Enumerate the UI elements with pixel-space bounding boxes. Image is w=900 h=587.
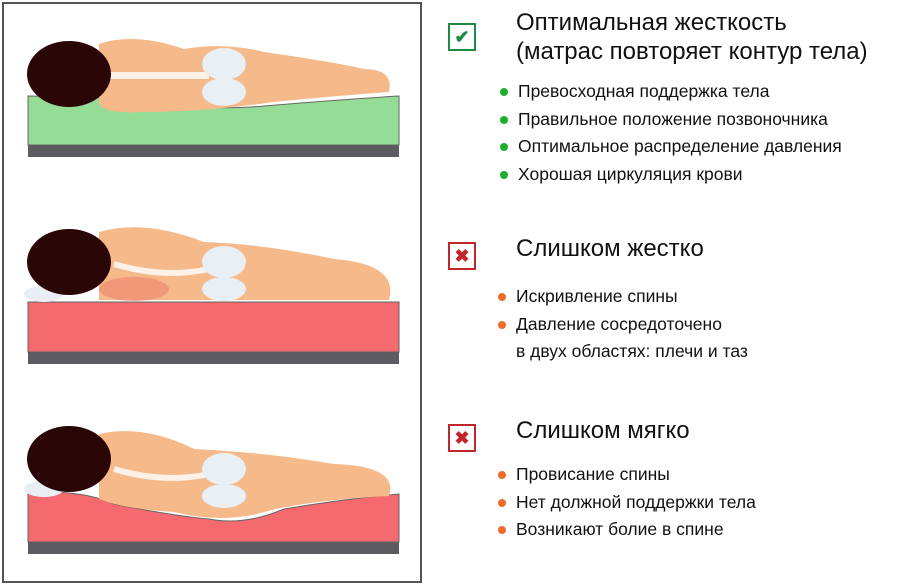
check-icon: ✔ [448,23,476,51]
list-item: Превосходная поддержка тела [500,78,842,106]
list-item: Провисание спины [498,461,756,489]
item-text: Хорошая циркуляция крови [518,163,743,184]
cross-icon: ✖ [448,424,476,452]
illustration-panel [2,2,422,583]
item-text: Провисание спины [516,464,670,484]
list-item: Нет должной поддержки тела [498,489,756,517]
item-text: Искривление спины [516,286,678,306]
cross-icon: ✖ [448,242,476,270]
list-item: Возникают болие в спине [498,516,756,544]
bullet-icon [500,115,508,124]
bullet-icon [498,526,506,534]
list-item: Правильное положение позвоночника [500,106,842,134]
bullet-icon [500,143,508,151]
bullet-icon [498,320,506,329]
item-text: Нет должной поддержки тела [516,491,756,512]
too-hard-mattress-illustration [24,227,400,364]
benefit-list: Превосходная поддержка тела Правильное п… [500,78,842,188]
item-text: Возникают болие в спине [516,519,724,539]
section-title: Слишком жестко [516,235,704,262]
list-item: Оптимальное распределение давления [500,133,842,161]
issue-list: Провисание спины Нет должной поддержки т… [498,461,756,544]
bullet-icon [500,170,508,179]
item-text: в двух областях: плечи и таз [516,341,748,361]
item-text: Оптимальное распределение давления [518,136,842,156]
bullet-icon [498,471,506,479]
item-text: Давление сосредоточено [516,313,722,334]
title-line: Оптимальная жесткость [516,9,787,36]
item-text: Превосходная поддержка тела [518,81,770,101]
too-soft-mattress-illustration [24,426,400,554]
title-line: (матрас повторяет контур тела) [516,38,868,65]
bullet-icon [498,498,506,507]
section-title: Оптимальная жесткость (матрас повторяет … [516,8,868,66]
list-item: Хорошая циркуляция крови [500,161,842,189]
optimal-mattress-illustration [27,39,400,157]
issue-list: Искривление спины Давление сосредоточено… [498,283,748,366]
list-item: Давление сосредоточено в двух областях: п… [498,311,748,366]
section-title: Слишком мягко [516,417,690,444]
bullet-icon [498,293,506,301]
list-item: Искривление спины [498,283,748,311]
bullet-icon [500,88,508,96]
item-text: Правильное положение позвоночника [518,108,828,129]
